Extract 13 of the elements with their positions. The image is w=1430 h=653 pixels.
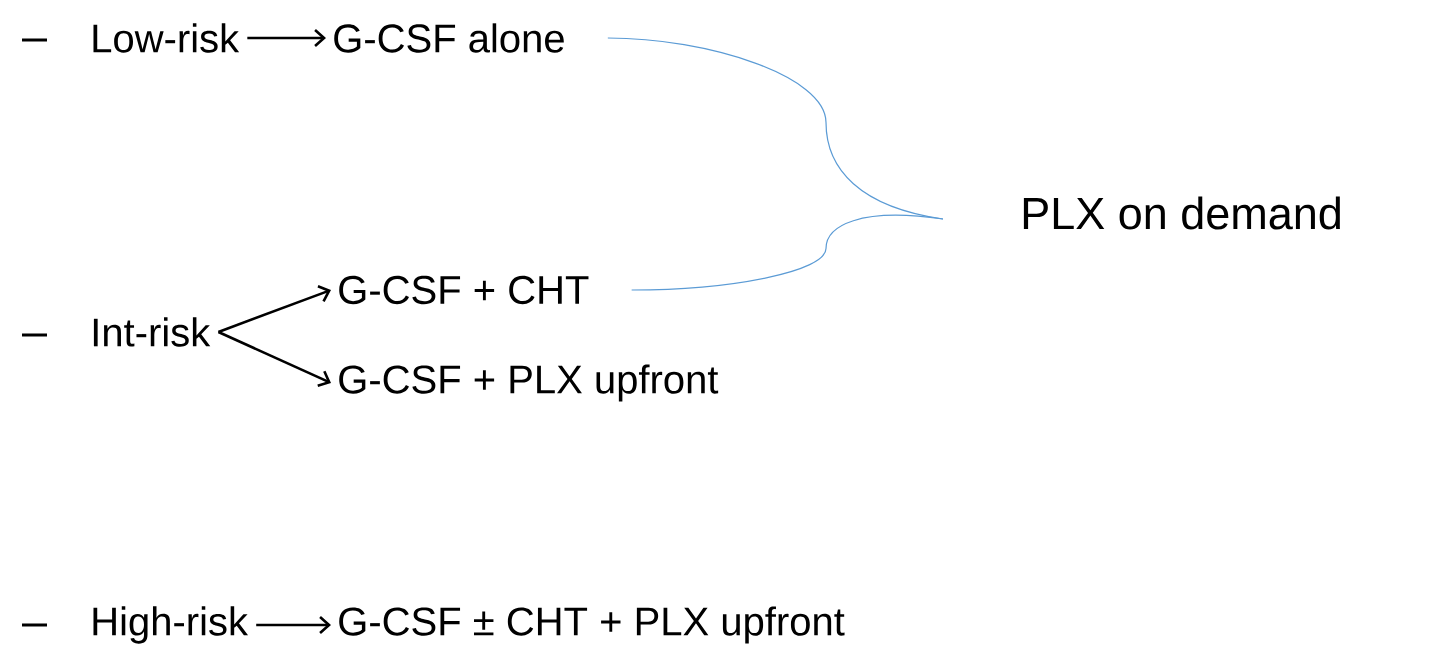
text-label: High-risk (93, 606, 249, 644)
text-label: G-CSF alone (334, 23, 564, 53)
text-label: Low-risk (93, 23, 240, 53)
text-label: G-CSF + CHT (339, 275, 589, 305)
arrow (217, 285, 331, 334)
arrow (256, 616, 331, 634)
arrow (217, 330, 331, 387)
brace-line (631, 214, 944, 291)
text-label: G-CSF + PLX upfront (339, 364, 719, 402)
text-label: PLX on demand (1023, 196, 1340, 230)
arrow (247, 29, 326, 47)
text-label: Int-risk (93, 317, 211, 347)
text-label: G-CSF ± CHT + PLX upfront (339, 606, 845, 644)
